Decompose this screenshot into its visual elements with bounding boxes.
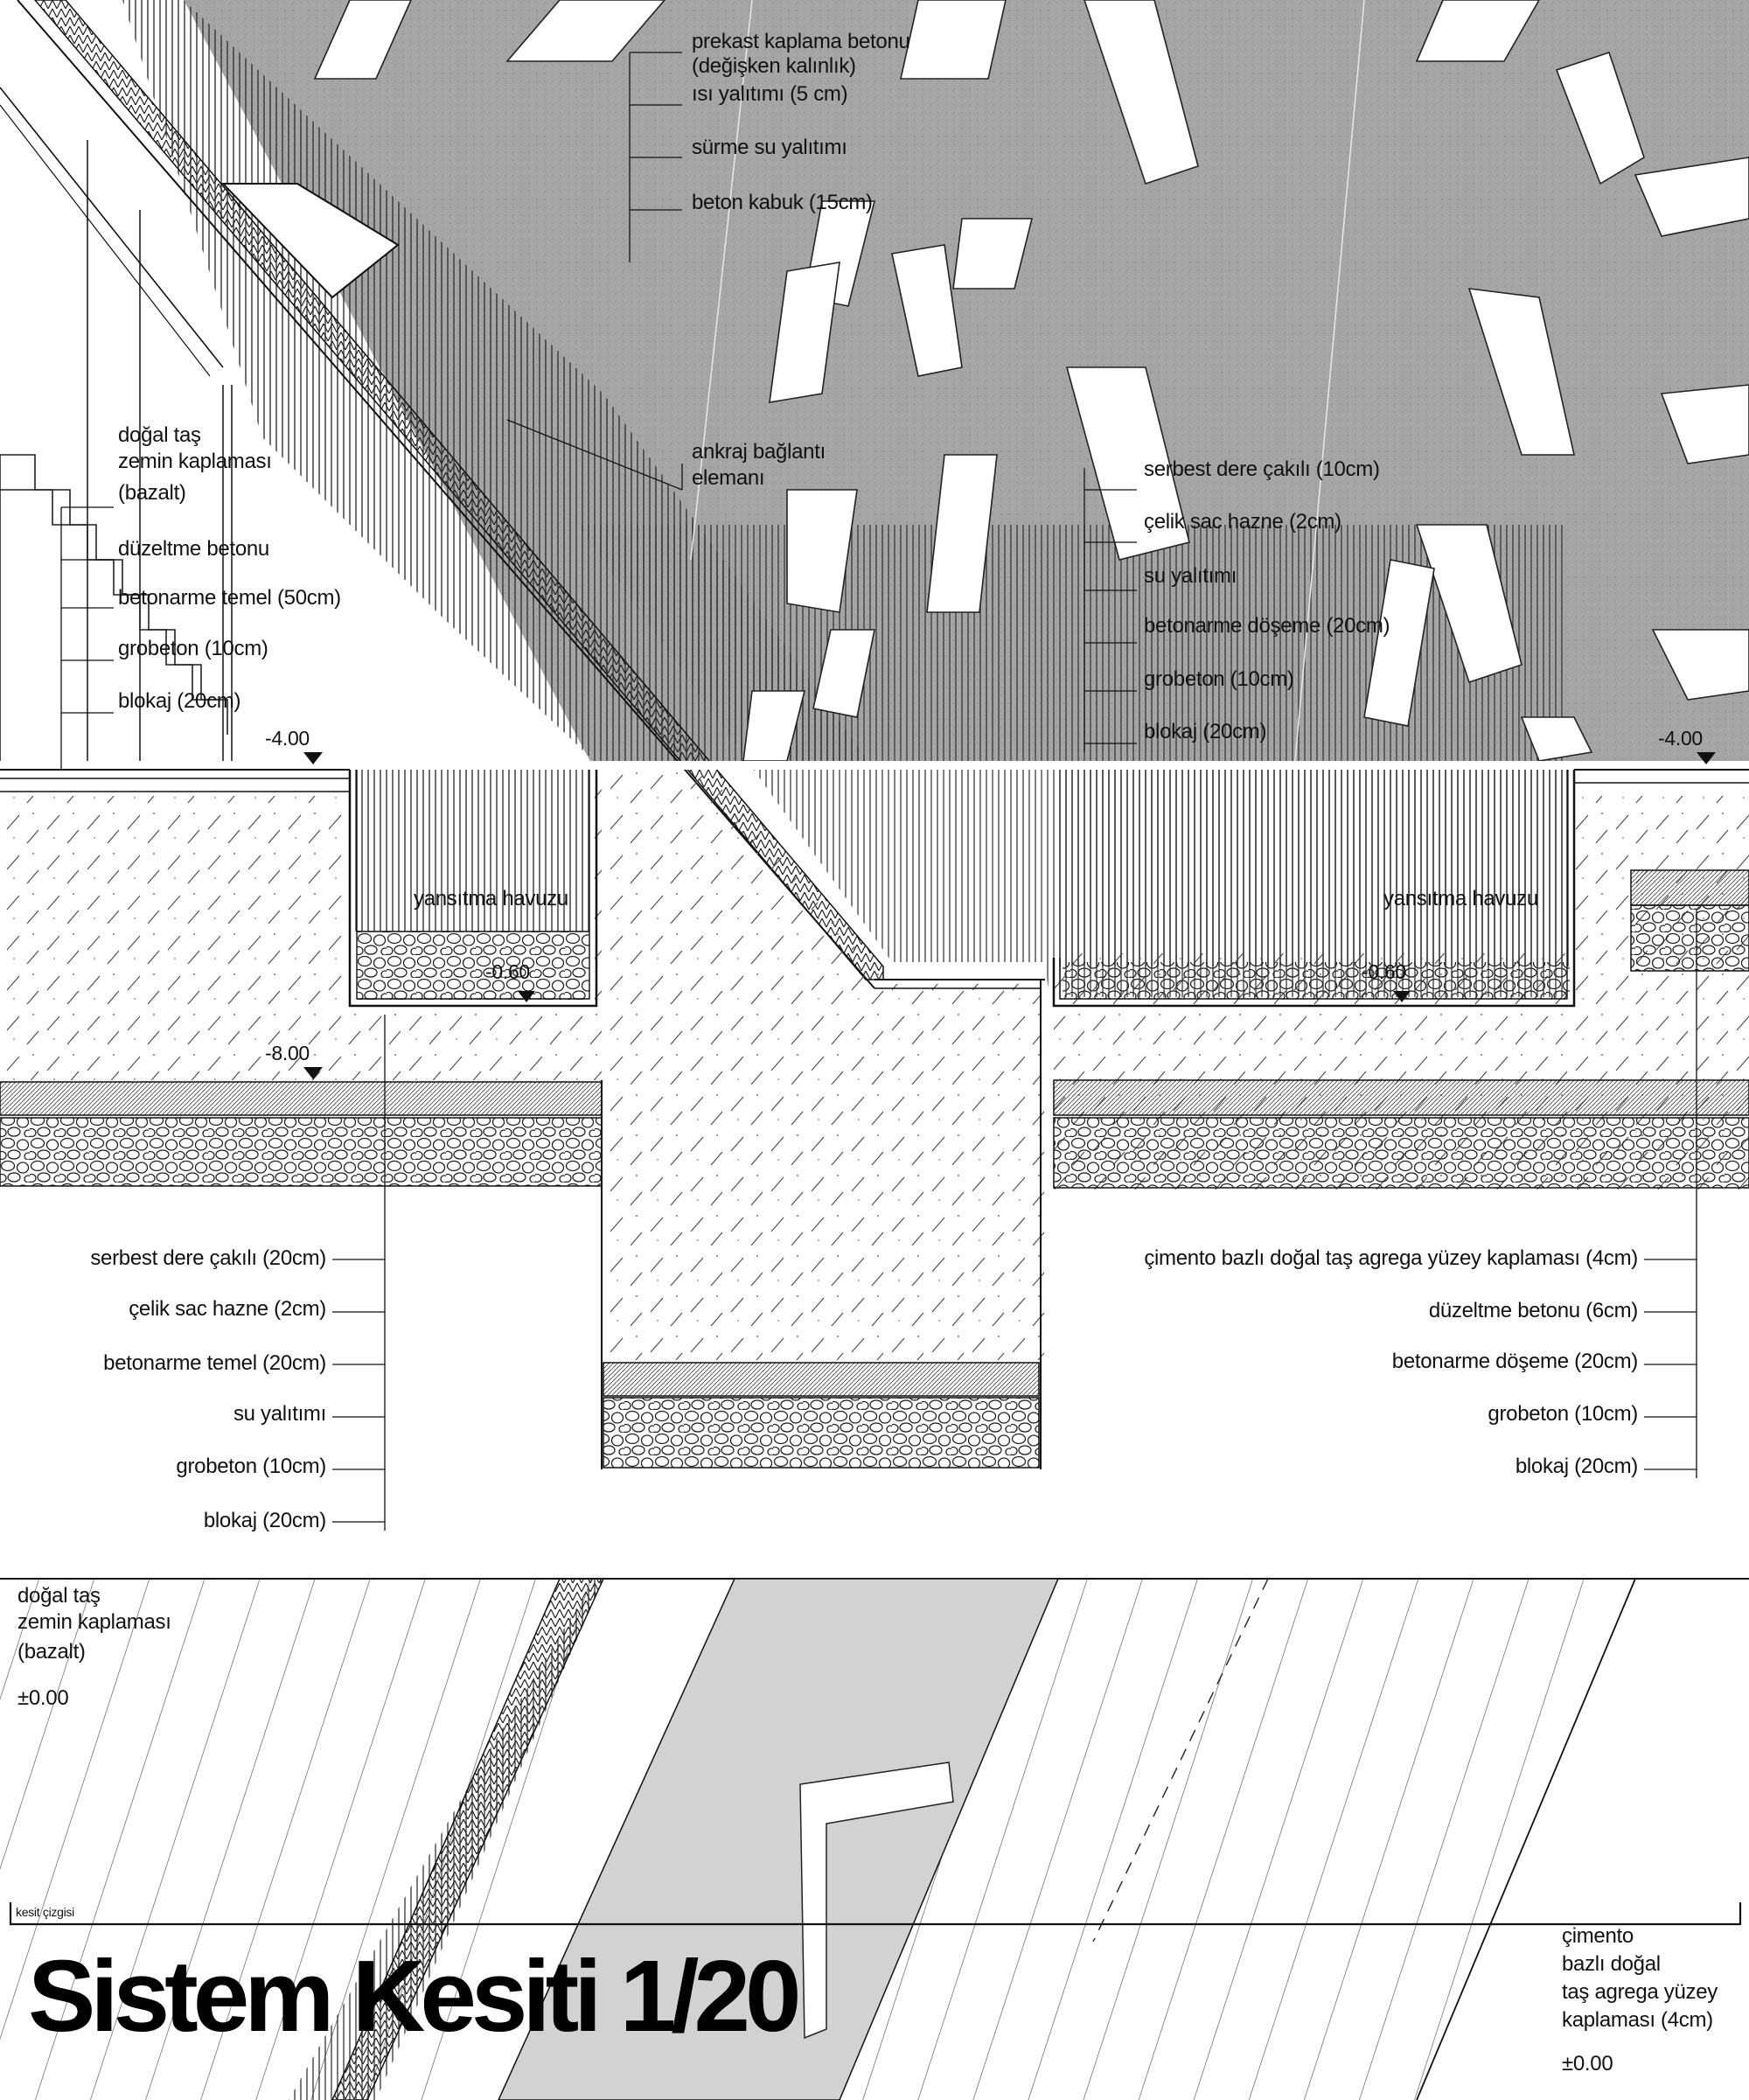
label-stone-1: doğal taş bbox=[118, 423, 201, 447]
label-lean-concrete-left-upper: grobeton (10cm) bbox=[118, 637, 268, 660]
label-concrete-shell: beton kabuk (15cm) bbox=[692, 191, 873, 214]
plan-grey-path bbox=[498, 1578, 1060, 2100]
label-stone-2: zemin kaplaması bbox=[118, 450, 272, 473]
label-anchor-2: elemanı bbox=[692, 466, 765, 490]
section-line-label: kesit çizgisi bbox=[16, 1905, 74, 1919]
left-blockage bbox=[0, 1117, 603, 1187]
label-stone-3: (bazalt) bbox=[118, 481, 186, 505]
plan-level-surface: ±0.00 bbox=[1562, 2052, 1613, 2076]
cast-letters bbox=[313, 0, 1749, 762]
label-waterproofing-right: su yalıtımı bbox=[1144, 564, 1237, 588]
plan-label-surface-3: taş agrega yüzey bbox=[1562, 1980, 1718, 2004]
right-pool-water bbox=[1058, 770, 1574, 966]
plan-letter-block bbox=[799, 1762, 954, 2040]
label-pool-left: yansıtma havuzu bbox=[414, 887, 568, 910]
plan-label-stone-3: (bazalt) bbox=[17, 1640, 86, 1664]
label-surface-coating: çimento bazlı doğal taş agrega yüzey kap… bbox=[1144, 1246, 1638, 1270]
label-foundation-50: betonarme temel (50cm) bbox=[118, 586, 341, 610]
label-gravel-10: serbest dere çakılı (10cm) bbox=[1144, 457, 1380, 481]
plan-label-surface-4: kaplaması (4cm) bbox=[1562, 2008, 1713, 2032]
level-right-top: -4.00 bbox=[1658, 727, 1703, 750]
plan-label-stone-2: zemin kaplaması bbox=[17, 1610, 171, 1634]
plan-hatch-left bbox=[0, 1579, 595, 2100]
plan-level-stone: ±0.00 bbox=[17, 1686, 69, 1710]
label-lean-concrete-right-lower: grobeton (10cm) bbox=[1488, 1402, 1638, 1426]
plan-label-surface-1: çimento bbox=[1562, 1924, 1634, 1948]
label-gravel-20: serbest dere çakılı (20cm) bbox=[90, 1246, 326, 1270]
label-waterproofing-coat: sürme su yalıtımı bbox=[692, 136, 847, 159]
right-lean-concrete bbox=[1053, 1079, 1749, 1116]
left-pool-water bbox=[352, 770, 594, 931]
label-foundation-20: betonarme temel (20cm) bbox=[103, 1351, 326, 1375]
label-screed: düzeltme betonu bbox=[118, 537, 269, 561]
level-pool-left: -0.60 bbox=[485, 960, 530, 983]
plan-wall-band bbox=[331, 1578, 605, 2100]
roof-skylight bbox=[220, 183, 400, 299]
label-blockage-left-upper: blokaj (20cm) bbox=[118, 689, 241, 713]
label-slab-right-upper: betonarme döşeme (20cm) bbox=[1144, 614, 1390, 638]
label-blockage-right-lower: blokaj (20cm) bbox=[1515, 1455, 1638, 1478]
drawing-title: Sistem Kesiti 1/20 bbox=[28, 1939, 802, 2053]
label-slab-right-lower: betonarme döşeme (20cm) bbox=[1391, 1350, 1639, 1373]
stair bbox=[0, 140, 233, 770]
right-blockage bbox=[1053, 1117, 1749, 1189]
central-lean-concrete bbox=[603, 1362, 1040, 1397]
label-waterproofing-left: su yalıtımı bbox=[233, 1402, 326, 1426]
plan-hatch-right bbox=[840, 1579, 1635, 2100]
leader-lines bbox=[60, 52, 1697, 1531]
right-pool-gravel bbox=[1063, 962, 1570, 999]
label-pool-right: yansıtma havuzu bbox=[1383, 887, 1538, 910]
label-precast-1: prekast kaplama betonu bbox=[692, 30, 910, 53]
label-steel-tank-right: çelik sac hazne (2cm) bbox=[1144, 510, 1341, 534]
label-lean-concrete-right-upper: grobeton (10cm) bbox=[1144, 667, 1294, 691]
central-blockage bbox=[603, 1397, 1040, 1469]
label-steel-tank-left: çelik sac hazne (2cm) bbox=[129, 1297, 326, 1321]
label-blockage-left-lower: blokaj (20cm) bbox=[203, 1509, 326, 1532]
plan-label-surface-2: bazlı doğal bbox=[1562, 1952, 1661, 1976]
label-lean-concrete-left-lower: grobeton (10cm) bbox=[176, 1455, 326, 1478]
label-anchor-1: ankraj bağlantı bbox=[692, 440, 826, 464]
level-left-bottom: -8.00 bbox=[265, 1042, 310, 1064]
left-ground bbox=[0, 770, 1049, 1360]
label-precast-2: (değişken kalınlık) bbox=[692, 54, 856, 78]
label-insulation: ısı yalıtımı (5 cm) bbox=[692, 82, 848, 106]
level-markers bbox=[303, 752, 1716, 1079]
section-line bbox=[9, 1902, 1742, 1926]
left-pool-gravel bbox=[357, 931, 589, 1000]
level-pool-right: -0.60 bbox=[1362, 960, 1406, 983]
plan-label-stone-1: doğal taş bbox=[17, 1584, 101, 1608]
label-blockage-right-upper: blokaj (20cm) bbox=[1144, 720, 1267, 743]
left-lean-concrete bbox=[0, 1081, 603, 1116]
level-left-top: -4.00 bbox=[265, 727, 310, 750]
label-screed-6: düzeltme betonu (6cm) bbox=[1428, 1299, 1638, 1322]
